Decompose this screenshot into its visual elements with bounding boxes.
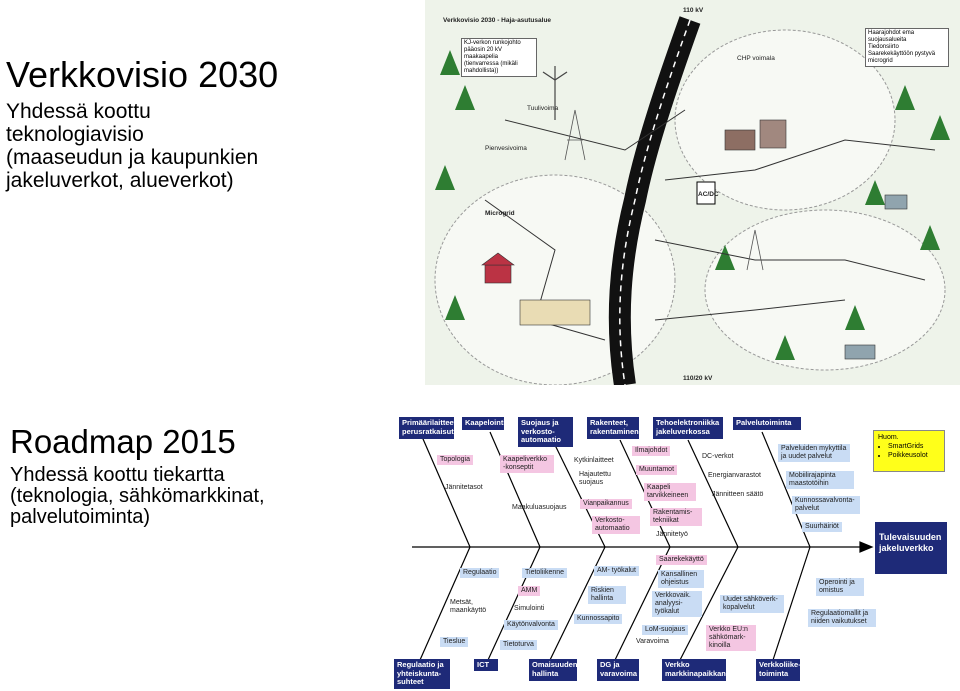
- fishbone-item: Mobiilirajapinta maastotöihin: [786, 471, 854, 489]
- fishbone-item: Varavoima: [634, 637, 671, 647]
- fishbone-bottom-header: Verkko markkinapaikkana: [662, 659, 726, 681]
- fishbone-bottom-header: Omaisuuden hallinta: [529, 659, 577, 681]
- fishbone-item: Kunnossapito: [574, 614, 622, 624]
- roadmap-subtitle-line: Yhdessä koottu tiekartta: [10, 465, 265, 486]
- vision-map-hydro-label: Pienvesivoima: [485, 145, 527, 152]
- fishbone-head: Tulevaisuuden jakeluverkko: [875, 522, 947, 574]
- fishbone-item: Jännitetyö: [654, 530, 690, 540]
- fishbone-item: Tietoliikenne: [522, 568, 567, 578]
- fishbone-item: Hajautettu suojaus: [577, 470, 621, 488]
- vision-map-legend: Haarajohdot ema suojausalueita Tiedonsii…: [865, 28, 949, 67]
- roadmap-subtitle-line: (teknologia, sähkömarkkinat,: [10, 486, 265, 507]
- fishbone-item: Käytönvalvonta: [504, 620, 558, 630]
- fishbone-item: Operointi ja omistus: [816, 578, 864, 596]
- roadmap-title: Roadmap 2015: [10, 424, 236, 460]
- fishbone-item: Kaapeli tarvikkeineen: [644, 483, 696, 501]
- fishbone-item: AM- työkalut: [594, 566, 639, 576]
- fishbone-bottom-header: Verkkoliike-toiminta: [756, 659, 800, 681]
- fishbone-item: Tietoturva: [500, 640, 537, 650]
- fishbone-bottom-header: DG ja varavoima: [597, 659, 639, 681]
- vision-map-microgrid-label: Microgrid: [485, 210, 515, 217]
- fishbone-top-header: Primäärilaitteet, perusratkaisut: [399, 417, 454, 439]
- vision-title: Verkkovisio 2030: [6, 55, 278, 95]
- fishbone-item: Kunnossavalvonta-palvelut: [792, 496, 860, 514]
- fishbone-item: AMM: [518, 586, 540, 596]
- fishbone-item: Energianvarastot: [706, 471, 763, 481]
- fishbone-item: Maakuluasuojaus: [510, 503, 568, 513]
- fishbone-item: Regulaatio: [460, 568, 499, 578]
- fishbone-item: Jännitetasot: [443, 483, 485, 493]
- fishbone-top-header: Rakenteet, rakentaminen: [587, 417, 639, 439]
- fishbone-item: Muuntamot: [636, 465, 677, 475]
- fishbone-item: DC-verkot: [700, 452, 736, 462]
- fishbone-note-item: SmartGrids: [888, 442, 940, 451]
- fishbone-item: Uudet sähköverk-kopalvelut: [720, 595, 784, 613]
- vision-subtitle-line: (maaseudun ja kaupunkien: [6, 146, 258, 169]
- fishbone-item: Riskien hallinta: [588, 586, 626, 604]
- fishbone-item: Verkkovaik. analyysi-työkalut: [652, 591, 702, 617]
- fishbone-note-item: Poikkeusolot: [888, 451, 940, 460]
- fishbone-item: Regulaatiomallit ja niiden vaikutukset: [808, 609, 876, 627]
- fishbone-item: Jännitteen säätö: [710, 490, 765, 500]
- vision-map-wind-label: Tuulivoima: [527, 105, 559, 112]
- fishbone-item: Kytkinlaitteet: [572, 456, 616, 466]
- vision-map-title: Verkkovisio 2030 - Haja-asutusalue: [443, 17, 551, 24]
- vision-map-acdc-label: AC/DC: [698, 191, 719, 198]
- vision-subtitle-line: teknologiavisio: [6, 123, 258, 146]
- fishbone-item: Kaapeliverkko -konseptit: [500, 455, 554, 473]
- vision-map-legend-item: Tiedonsiirto: [868, 44, 946, 51]
- fishbone-top-header: Tehoelektroniikka jakeluverkossa: [653, 417, 723, 439]
- fishbone-item: Kansallinen ohjeistus: [658, 570, 704, 588]
- fishbone-note: Huom. SmartGrids Poikkeusolot: [873, 430, 945, 472]
- vision-map: Verkkovisio 2030 - Haja-asutusalue 110 k…: [425, 0, 960, 385]
- roadmap-subtitle-line: palvelutoiminta): [10, 507, 265, 528]
- vision-map-top-label: 110 kV: [683, 7, 704, 14]
- fishbone-item: Rakentamis-tekniikat: [650, 508, 702, 526]
- vision-map-legend-item: Saarekekäyttöön pystyvä microgrid: [868, 51, 946, 65]
- fishbone-item: Tieslue: [440, 637, 468, 647]
- fishbone-item: Simulointi: [512, 604, 546, 614]
- fishbone-bottom-header: ICT: [474, 659, 498, 671]
- vision-map-chp-label: CHP voimala: [737, 55, 775, 62]
- vision-map-bottom-label: 110/20 kV: [683, 375, 713, 382]
- roadmap-subtitle: Yhdessä koottu tiekartta (teknologia, sä…: [10, 465, 265, 528]
- fishbone-item: Vianpaikannus: [580, 499, 632, 509]
- fishbone-note-title: Huom.: [878, 433, 940, 442]
- fishbone-item: Ilmajohdot: [632, 446, 670, 456]
- fishbone-item: Verkko EU:n sähkömark-kinoilla: [706, 625, 756, 651]
- fishbone-item: Suurhäiriöt: [802, 522, 842, 532]
- fishbone-item: Topologia: [437, 455, 473, 465]
- vision-subtitle-line: jakeluverkot, alueverkot): [6, 169, 258, 192]
- vision-subtitle-line: Yhdessä koottu: [6, 100, 258, 123]
- fishbone-item: LoM-suojaus: [642, 625, 688, 635]
- fishbone-top-header: Palvelutoiminta: [733, 417, 801, 430]
- vision-map-legend-item: Haarajohdot ema suojausalueita: [868, 30, 946, 44]
- fishbone-item: Palveluiden mykyttila ja uudet palvelut: [778, 444, 850, 462]
- vision-subtitle: Yhdessä koottu teknologiavisio (maaseudu…: [6, 100, 258, 192]
- vision-map-kj-box: KJ-verkon runkojohto pääosin 20 kV maaka…: [461, 38, 537, 77]
- fishbone-bottom-header: Regulaatio ja yhteiskunta-suhteet: [394, 659, 450, 689]
- fishbone-item: Saarekekäyttö: [656, 555, 707, 565]
- fishbone-item: Metsät, maankäyttö: [448, 598, 494, 616]
- fishbone-item: Verkosto-automaatio: [592, 516, 640, 534]
- fishbone-top-header: Kaapelointi: [462, 417, 504, 430]
- fishbone-top-header: Suojaus ja verkosto-automaatio: [518, 417, 573, 447]
